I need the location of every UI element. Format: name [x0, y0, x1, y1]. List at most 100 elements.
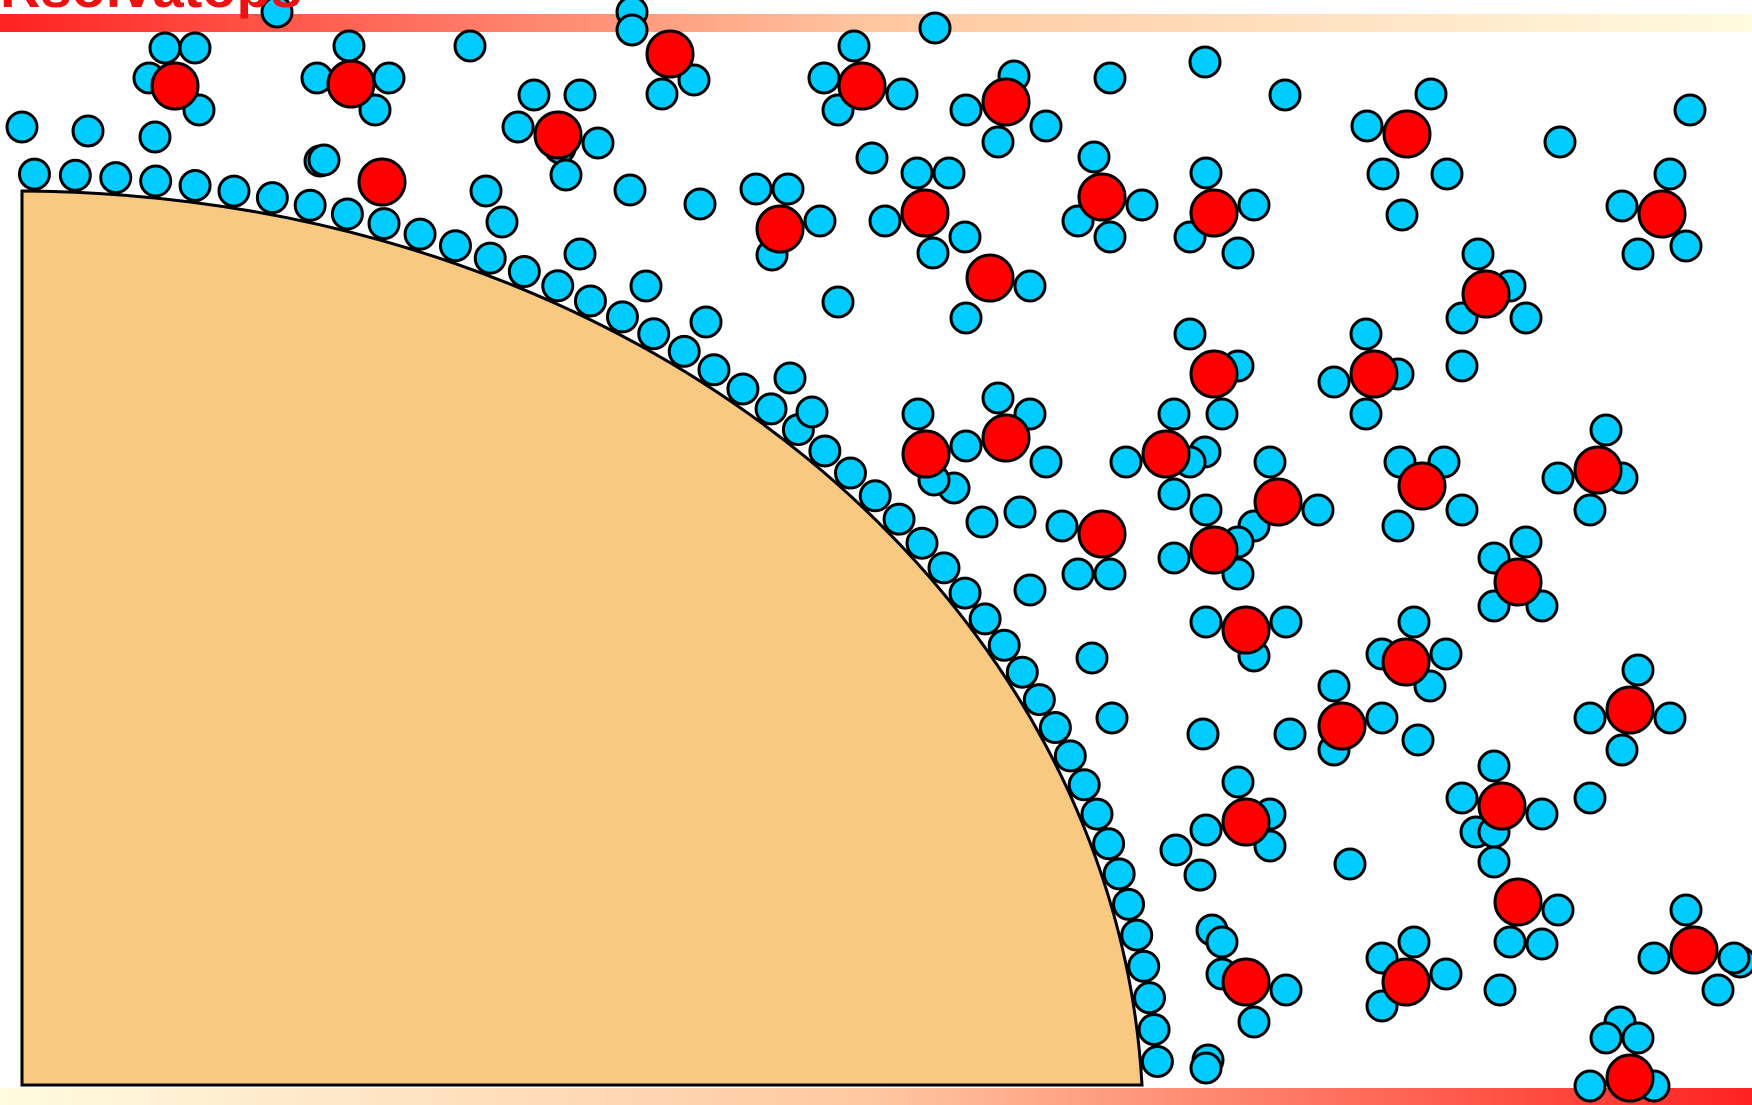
solvated-ion-complex — [1157, 493, 1255, 591]
adsorbed-solvent-molecule — [1127, 949, 1161, 983]
adsorbed-solvent-molecule — [367, 207, 401, 241]
metal-ion — [1381, 957, 1431, 1007]
solvated-ion-complex — [901, 397, 951, 497]
ligand-molecule — [1445, 781, 1479, 815]
metal-ion — [1253, 477, 1303, 527]
ligand-molecule — [837, 29, 871, 63]
metal-ion — [1349, 349, 1399, 399]
adsorbed-solvent-molecule — [58, 158, 92, 192]
ligand-molecule — [1637, 941, 1671, 975]
ligand-molecule — [1669, 893, 1703, 927]
ligand-molecule — [1317, 669, 1351, 703]
ligand-molecule — [948, 220, 982, 254]
ligand-molecule — [900, 156, 934, 190]
ligand-molecule — [307, 143, 341, 177]
metal-ion — [357, 157, 407, 207]
metal-ion — [1077, 172, 1127, 222]
ligand-molecule — [1029, 109, 1063, 143]
ligand-molecule — [1589, 1021, 1623, 1055]
slide-title: Rsolvatops — [0, 0, 302, 16]
ligand-molecule — [901, 397, 935, 431]
ligand-molecule — [1157, 541, 1191, 575]
ligand-molecule — [1621, 653, 1655, 687]
free-solvent-molecule — [918, 11, 952, 45]
solvated-ion-complex — [1477, 845, 1575, 959]
ligand-molecule — [807, 61, 841, 95]
ligand-molecule — [1093, 557, 1127, 591]
ligand-molecule — [1349, 397, 1383, 431]
adsorbed-solvent-molecule — [473, 241, 507, 275]
adsorbed-solvent-molecule — [1038, 711, 1072, 745]
ligand-molecule — [1541, 461, 1575, 495]
adsorbed-solvent-molecule — [139, 164, 173, 198]
ligand-molecule — [1349, 317, 1383, 351]
adsorbed-solvent-molecule — [507, 255, 541, 289]
metal-ion — [1221, 957, 1271, 1007]
ligand-molecule — [1477, 749, 1511, 783]
solvated-ion-complex — [1573, 1021, 1671, 1103]
ligand-molecule — [981, 125, 1015, 159]
free-solvent-molecule — [1333, 847, 1367, 881]
adsorbed-solvent-molecule — [1067, 768, 1101, 802]
ligand-molecule — [1430, 157, 1464, 191]
adsorbed-solvent-molecule — [905, 526, 939, 560]
metal-ion — [1141, 429, 1191, 479]
solvated-ion-complex — [501, 78, 615, 192]
adsorbed-solvent-molecule — [858, 479, 892, 513]
ligand-molecule — [1189, 493, 1223, 527]
adsorbed-solvent-molecule — [255, 181, 289, 215]
metal-ion — [1189, 188, 1239, 238]
solvated-ion-complex — [1189, 765, 1287, 863]
free-solvent-molecule — [1401, 723, 1435, 757]
ligand-molecule — [1189, 156, 1223, 190]
solvated-ion-complex — [1445, 237, 1543, 335]
ligand-molecule — [1365, 701, 1399, 735]
metal-ion — [533, 110, 583, 160]
ligand-molecule — [1077, 140, 1111, 174]
ligand-molecule — [1350, 109, 1384, 143]
adsorbed-solvent-molecule — [438, 229, 472, 263]
ligand-molecule — [563, 78, 597, 112]
free-solvent-molecule — [1268, 78, 1302, 112]
metal-ion — [150, 61, 200, 111]
metal-ion — [900, 188, 950, 238]
metal-ion — [837, 61, 887, 111]
ligand-molecule — [1509, 301, 1543, 335]
solvated-ion-complex — [132, 31, 216, 127]
ligand-molecule — [1366, 157, 1400, 191]
ligand-molecule — [1237, 1005, 1271, 1039]
free-solvent-molecule — [613, 173, 647, 207]
adsorbed-solvent-molecule — [726, 372, 760, 406]
ligand-molecule — [178, 31, 212, 65]
adsorbed-solvent-molecule — [808, 434, 842, 468]
ligand-molecule — [771, 172, 805, 206]
adsorbed-solvent-molecule — [773, 361, 807, 395]
solvated-ion-complex — [1173, 156, 1271, 270]
ligand-molecule — [1477, 845, 1511, 879]
bottom-accent-bar — [0, 1088, 1752, 1105]
solvated-ion-complex — [1237, 445, 1335, 543]
ligand-molecule — [517, 78, 551, 112]
metal-ion — [1189, 349, 1239, 399]
metal-ion — [1189, 525, 1239, 575]
adsorbed-solvent-molecule — [1137, 1012, 1171, 1046]
solvated-ion-complex — [1109, 397, 1207, 511]
free-solvent-molecule — [1186, 717, 1220, 751]
adsorbed-solvent-molecule — [541, 269, 575, 303]
ligand-molecule — [1061, 557, 1095, 591]
solvated-ion-complex — [1605, 157, 1703, 271]
ligand-molecule — [1429, 957, 1463, 991]
ligand-molecule — [332, 29, 366, 63]
adsorbed-solvent-molecule — [1102, 857, 1136, 891]
solvated-ion-complex — [1173, 317, 1255, 431]
metal-ion — [755, 204, 805, 254]
metal-ion — [981, 413, 1031, 463]
metal-ion — [1493, 557, 1543, 607]
ligand-molecule — [1317, 365, 1351, 399]
solvated-ion-complex — [1477, 525, 1559, 623]
metal-ion — [1605, 1053, 1655, 1103]
metal-ion — [1077, 509, 1127, 559]
metal-ion — [965, 253, 1015, 303]
free-solvent-molecule — [855, 141, 889, 175]
